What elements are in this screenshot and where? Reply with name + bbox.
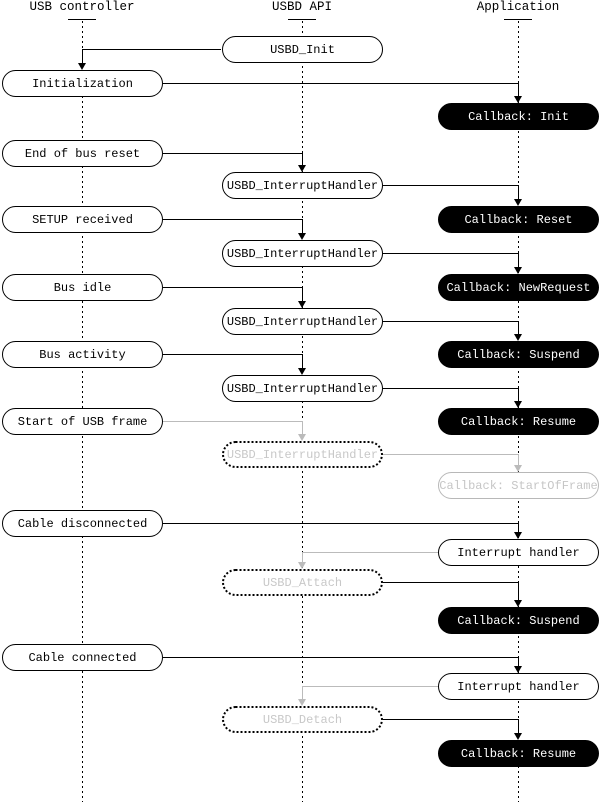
node-setup-received: SETUP received: [2, 206, 163, 233]
edge-line: [302, 686, 303, 699]
node-callback-init: Callback: Init: [438, 103, 599, 130]
arrow-down-icon: [514, 96, 522, 103]
edge-line: [302, 287, 303, 301]
edge-line: [518, 321, 519, 334]
arrow-down-icon: [298, 368, 306, 375]
edge-line: [163, 83, 518, 84]
edge-line: [518, 388, 519, 401]
edge-line: [302, 219, 303, 233]
node-cable-connected: Cable connected: [2, 644, 163, 671]
node-callback-resume: Callback: Resume: [438, 408, 599, 435]
arrow-down-icon: [298, 165, 306, 172]
arrow-down-icon: [514, 600, 522, 607]
actor-underline: [504, 19, 532, 20]
node-callback-startofframe: Callback: StartOfFrame: [438, 472, 599, 499]
edge-line: [163, 153, 302, 154]
arrow-down-icon: [514, 666, 522, 673]
arrow-down-icon: [514, 334, 522, 341]
edge-line: [518, 523, 519, 532]
edge-line: [302, 552, 303, 562]
actor-underline: [288, 19, 316, 20]
edge-line: [163, 354, 302, 355]
arrow-down-icon: [298, 301, 306, 308]
arrow-down-icon: [298, 233, 306, 240]
edge-line: [163, 523, 518, 524]
node-callback-resume: Callback: Resume: [438, 740, 599, 767]
node-usbd-interrupthandler: USBD_InterruptHandler: [222, 441, 383, 468]
node-callback-suspend: Callback: Suspend: [438, 607, 599, 634]
lifeline-usbd-api: [302, 21, 303, 802]
arrow-down-icon: [298, 699, 306, 706]
node-start-of-usb-frame: Start of USB frame: [2, 408, 163, 435]
node-usbd-interrupthandler: USBD_InterruptHandler: [222, 240, 383, 267]
node-interrupt-handler: Interrupt handler: [438, 673, 599, 700]
node-usbd-interrupthandler: USBD_InterruptHandler: [222, 308, 383, 335]
arrow-down-icon: [514, 401, 522, 408]
node-callback-reset: Callback: Reset: [438, 206, 599, 233]
actor-label-usb-controller: USB controller: [29, 0, 135, 14]
edge-line: [82, 49, 83, 63]
node-end-of-bus-reset: End of bus reset: [2, 140, 163, 167]
node-bus-idle: Bus idle: [2, 274, 163, 301]
arrow-down-icon: [298, 434, 306, 441]
edge-line: [302, 354, 303, 368]
edge-line: [163, 219, 302, 220]
node-callback-newrequest: Callback: NewRequest: [438, 274, 599, 301]
edge-line: [163, 287, 302, 288]
arrow-down-icon: [514, 199, 522, 206]
edge-line: [383, 582, 518, 583]
edge-line: [383, 454, 518, 455]
actor-label-application: Application: [476, 0, 560, 14]
arrow-down-icon: [78, 63, 86, 70]
node-usbd-init: USBD_Init: [222, 36, 383, 63]
node-bus-activity: Bus activity: [2, 341, 163, 368]
node-usbd-attach: USBD_Attach: [222, 569, 383, 596]
arrow-down-icon: [298, 562, 306, 569]
edge-line: [302, 686, 438, 687]
node-initialization: Initialization: [2, 70, 163, 97]
arrow-down-icon: [514, 532, 522, 539]
edge-line: [518, 83, 519, 96]
edge-line: [518, 253, 519, 267]
edge-line: [302, 153, 303, 165]
edge-line: [518, 657, 519, 666]
node-cable-disconnected: Cable disconnected: [2, 510, 163, 537]
edge-line: [518, 719, 519, 733]
actor-underline: [68, 19, 96, 20]
node-interrupt-handler: Interrupt handler: [438, 539, 599, 566]
edge-line: [518, 454, 519, 465]
arrow-down-icon: [514, 465, 522, 472]
edge-line: [383, 253, 518, 254]
node-usbd-interrupthandler: USBD_InterruptHandler: [222, 172, 383, 199]
edge-line: [518, 582, 519, 600]
edge-line: [302, 421, 303, 434]
node-usbd-interrupthandler: USBD_InterruptHandler: [222, 375, 383, 402]
arrow-down-icon: [514, 267, 522, 274]
arrow-down-icon: [514, 733, 522, 740]
edge-line: [383, 185, 518, 186]
edge-line: [383, 388, 518, 389]
edge-line: [163, 421, 302, 422]
edge-line: [518, 185, 519, 199]
edge-line: [383, 321, 518, 322]
node-usbd-detach: USBD_Detach: [222, 706, 383, 733]
edge-line: [302, 552, 438, 553]
actor-label-usbd-api: USBD API: [271, 0, 332, 14]
edge-line: [82, 49, 221, 50]
node-callback-suspend: Callback: Suspend: [438, 341, 599, 368]
edge-line: [383, 719, 518, 720]
edge-line: [163, 657, 518, 658]
